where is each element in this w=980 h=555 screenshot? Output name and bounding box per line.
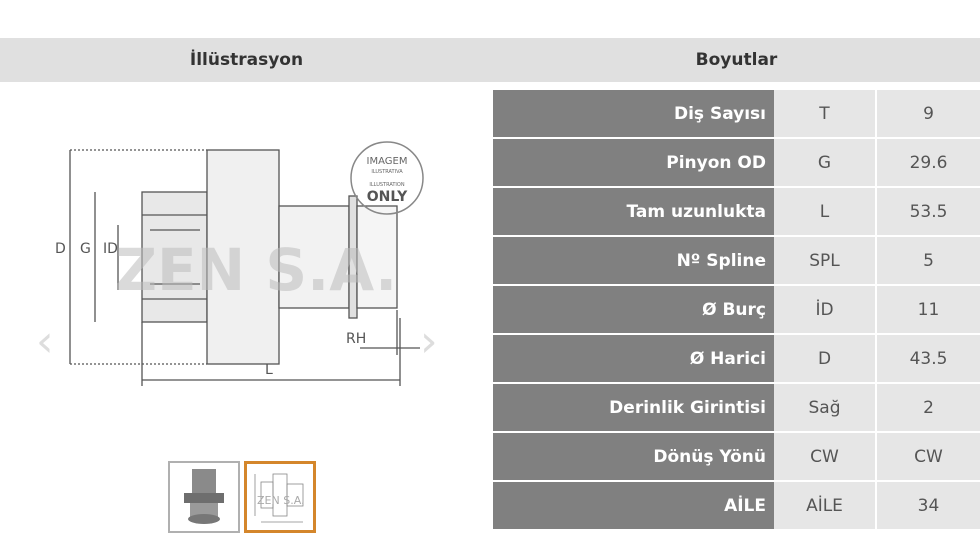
row-label: Derinlik Girintisi [493,383,774,433]
drawing-thumbnail-icon: ZEN S.A. [254,473,305,523]
row-label: Ø Burç [493,285,774,335]
svg-text:ZEN S.A.: ZEN S.A. [257,494,305,507]
row-symbol: SPL [774,236,877,286]
row-label: Tam uzunlukta [493,187,774,237]
row-value: 43.5 [876,334,980,384]
svg-text:ILLUSTRATION: ILLUSTRATION [369,182,404,188]
row-label: Dönüş Yönü [493,432,774,482]
row-symbol: D [774,334,877,384]
row-value: 11 [876,285,980,335]
svg-text:ILUSTRATIVA: ILUSTRATIVA [371,169,403,175]
row-label: AİLE [493,481,774,531]
illustration-header: İllüstrasyon [189,50,304,70]
row-symbol: L [774,187,877,237]
illustration-stamp: IMAGEM ILUSTRATIVA ILLUSTRATION ONLY [350,141,424,215]
row-symbol: AİLE [774,481,877,531]
row-label: Ø Harici [493,334,774,384]
row-symbol: G [774,138,877,188]
row-symbol: İD [774,285,877,335]
svg-text:ONLY: ONLY [367,189,408,205]
row-label: Nº Spline [493,236,774,286]
thumbnail-photo[interactable] [168,461,240,533]
technical-drawing: D G ID L RH ZEN S.A. IMAGEM ILUSTRATIVA … [55,141,424,386]
next-image-button[interactable]: › [420,320,438,364]
row-label: Diş Sayısı [493,90,774,139]
chevron-left-icon: ‹ [36,316,54,367]
dim-label-d: D [55,241,66,257]
dim-label-g: G [80,241,91,257]
dim-label-id: ID [103,241,118,257]
dimensions-header: Boyutlar [695,50,778,70]
row-value: 5 [876,236,980,286]
row-value: CW [876,432,980,482]
row-value: 34 [876,481,980,531]
zen-watermark: ZEN S.A. [115,236,397,304]
dim-label-l: L [265,362,273,378]
row-symbol: T [774,90,877,139]
dim-label-rh: RH [346,331,366,347]
row-value: 53.5 [876,187,980,237]
prev-image-button[interactable]: ‹ [36,320,54,364]
thumbnail-drawing[interactable]: ZEN S.A. [244,461,316,533]
svg-text:IMAGEM: IMAGEM [367,156,408,167]
header-bar [0,38,980,82]
row-symbol: CW [774,432,877,482]
row-value: 2 [876,383,980,433]
chevron-right-icon: › [420,316,438,367]
row-value: 9 [876,90,980,139]
row-label: Pinyon OD [493,138,774,188]
row-value: 29.6 [876,138,980,188]
gear-photo-icon [184,469,224,524]
row-symbol: Sağ [774,383,877,433]
